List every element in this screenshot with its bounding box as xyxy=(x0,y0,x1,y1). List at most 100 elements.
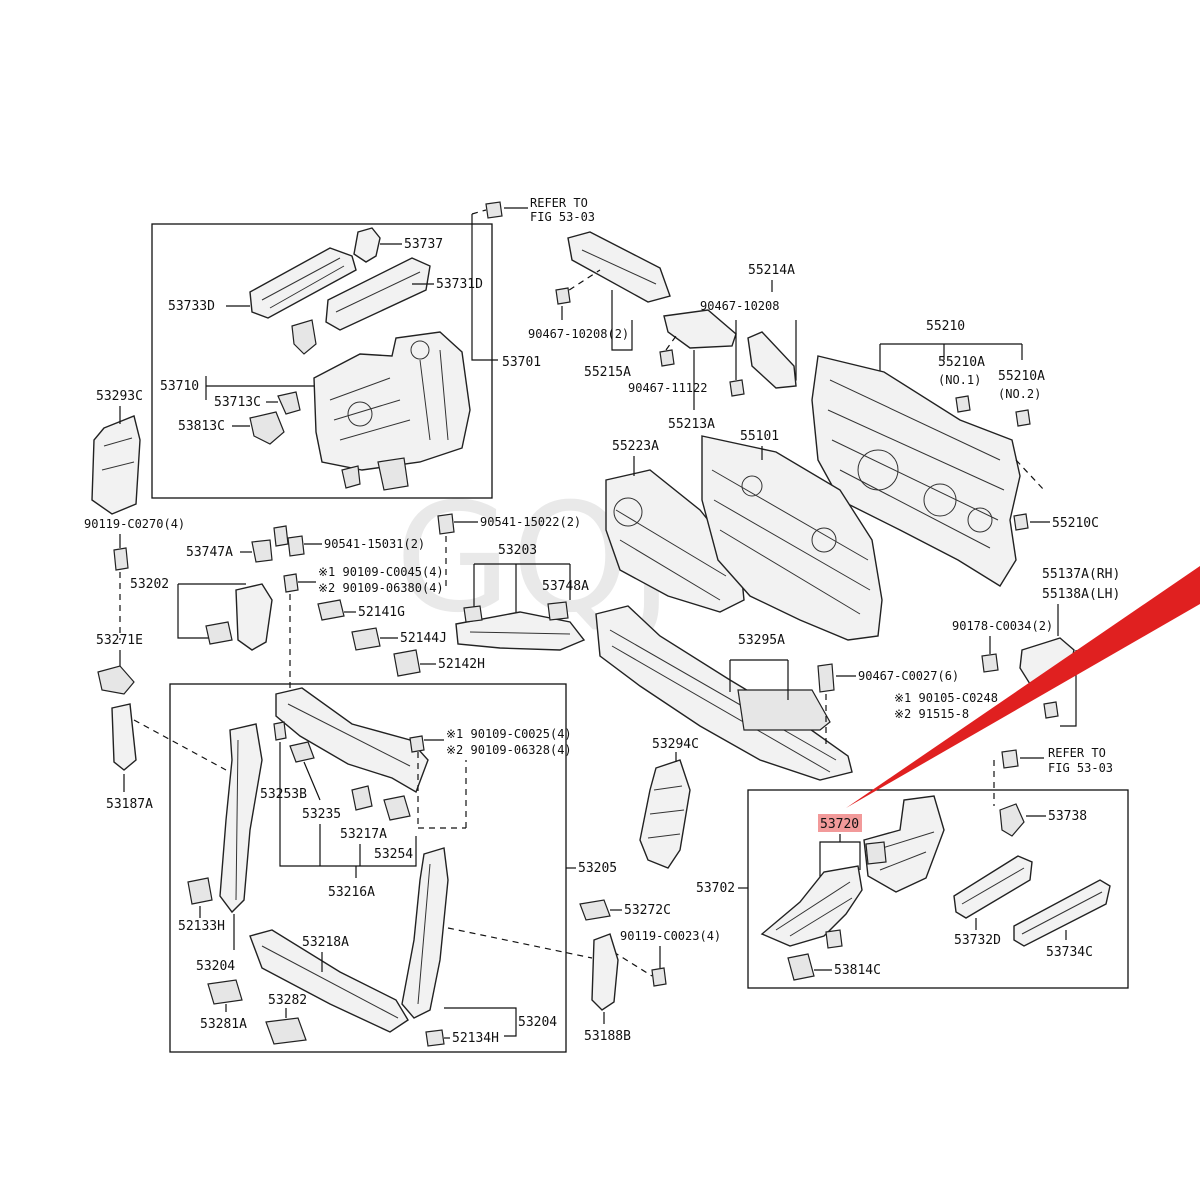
part-detail xyxy=(875,831,935,871)
label-55137A: 55137A(RH) xyxy=(1042,567,1120,582)
bolt-drawing xyxy=(651,967,667,987)
label-90105-C0248: ※1 90105-C0248 xyxy=(894,691,998,705)
part-53295A-drawing xyxy=(595,605,853,781)
bracket-drawing xyxy=(377,457,409,491)
label-52134H: 52134H xyxy=(452,1031,499,1046)
dashed-line xyxy=(1015,459,1045,491)
part-53204-left-drawing xyxy=(219,723,263,914)
group-box-53702 xyxy=(747,789,1129,989)
label-53202: 53202 xyxy=(130,577,169,592)
part-detail xyxy=(581,249,657,285)
part-53733D-drawing xyxy=(249,247,357,319)
part-52142H-drawing xyxy=(393,649,421,677)
part-detail xyxy=(647,785,685,839)
part-53814C-drawing xyxy=(787,953,815,981)
label-53272C: 53272C xyxy=(624,903,671,918)
label-91515: ※2 91515-8 xyxy=(894,707,969,721)
label-53203: 53203 xyxy=(498,543,537,558)
part-detail xyxy=(261,945,399,1019)
part-hole xyxy=(613,497,643,527)
part-detail xyxy=(469,631,571,635)
part-detail xyxy=(615,509,727,601)
label-90109-C0025: ※1 90109-C0025(4) xyxy=(446,727,572,741)
part-detail xyxy=(711,469,871,615)
part-53294C-drawing xyxy=(639,759,691,869)
label-53748A: 53748A xyxy=(542,579,589,594)
part-53235-drawing xyxy=(289,741,315,763)
label-53218A: 53218A xyxy=(302,935,349,950)
part-53187A-drawing xyxy=(111,703,137,771)
dashed-line xyxy=(447,927,593,959)
part-52141G-drawing xyxy=(317,599,345,621)
part-53272C-drawing xyxy=(579,899,611,921)
part-detail xyxy=(101,437,135,471)
part-53281A-drawing xyxy=(207,979,243,1005)
label-55214A: 55214A xyxy=(748,263,795,278)
part-53732D-drawing xyxy=(953,855,1033,919)
label-53235: 53235 xyxy=(302,807,341,822)
part-55210-drawing xyxy=(811,355,1021,587)
bolt-drawing xyxy=(273,525,289,547)
part-52144J-drawing xyxy=(351,627,381,651)
bracket-drawing xyxy=(273,721,287,741)
label-52142H: 52142H xyxy=(438,657,485,672)
part-53254-drawing xyxy=(383,795,411,821)
part-hole xyxy=(967,507,993,533)
part-52134H-drawing xyxy=(425,1029,445,1047)
part-53738-drawing xyxy=(999,803,1025,837)
label-90109-C0045: ※1 90109-C0045(4) xyxy=(318,565,444,579)
part-52133H-drawing xyxy=(187,877,213,905)
label-no1: (NO.1) xyxy=(938,373,981,387)
label-53204-left: 53204 xyxy=(196,959,235,974)
part-53204-right-drawing xyxy=(401,847,449,1019)
label-53702: 53702 xyxy=(696,881,735,896)
part-55101-drawing xyxy=(701,435,883,641)
leader-line xyxy=(471,214,498,361)
label-53281A: 53281A xyxy=(200,1017,247,1032)
bracket-drawing xyxy=(291,319,317,355)
leader-line xyxy=(819,834,861,880)
label-55223A: 55223A xyxy=(612,439,659,454)
leader-line xyxy=(279,742,417,867)
part-55214A-drawing xyxy=(747,331,797,389)
highlight-53720 xyxy=(818,814,862,832)
group-box-53701 xyxy=(151,223,493,499)
label-55101: 55101 xyxy=(740,429,779,444)
label-53731D: 53731D xyxy=(436,277,483,292)
label-55213A: 55213A xyxy=(668,417,715,432)
leader-line xyxy=(303,761,321,801)
label-90467-11122: 90467-11122 xyxy=(628,381,707,395)
part-detail xyxy=(417,863,431,1005)
nut-drawing xyxy=(437,513,455,535)
label-53188B: 53188B xyxy=(584,1029,631,1044)
clip-drawing xyxy=(955,395,971,413)
part-detail xyxy=(335,271,421,313)
bolt-drawing xyxy=(825,929,843,949)
label-no2: (NO.2) xyxy=(998,387,1041,401)
label-53204-right: 53204 xyxy=(518,1015,557,1030)
part-53188B-drawing xyxy=(591,933,619,1011)
part-53217A-drawing xyxy=(351,785,373,811)
bolt-drawing xyxy=(659,349,675,367)
label-53732D: 53732D xyxy=(954,933,1001,948)
label-90467-C0027: 90467-C0027(6) xyxy=(858,669,959,683)
label-53254: 53254 xyxy=(374,847,413,862)
bolt-drawing xyxy=(283,573,299,593)
bracket-drawing xyxy=(341,465,361,489)
bolt-drawing xyxy=(555,287,571,305)
label-53253B: 53253B xyxy=(260,787,307,802)
part-detail xyxy=(961,867,1025,905)
part-hole xyxy=(741,475,763,497)
label-53733D: 53733D xyxy=(168,299,215,314)
bolt-drawing xyxy=(409,735,425,753)
leader-line xyxy=(319,824,361,866)
bracket-drawing xyxy=(205,621,233,645)
dashed-line xyxy=(471,209,487,215)
part-53271E-drawing xyxy=(97,665,135,695)
label-53713C: 53713C xyxy=(214,395,261,410)
part-detail xyxy=(1021,891,1103,935)
bolt-drawing xyxy=(113,547,129,571)
nut-drawing xyxy=(485,201,503,219)
